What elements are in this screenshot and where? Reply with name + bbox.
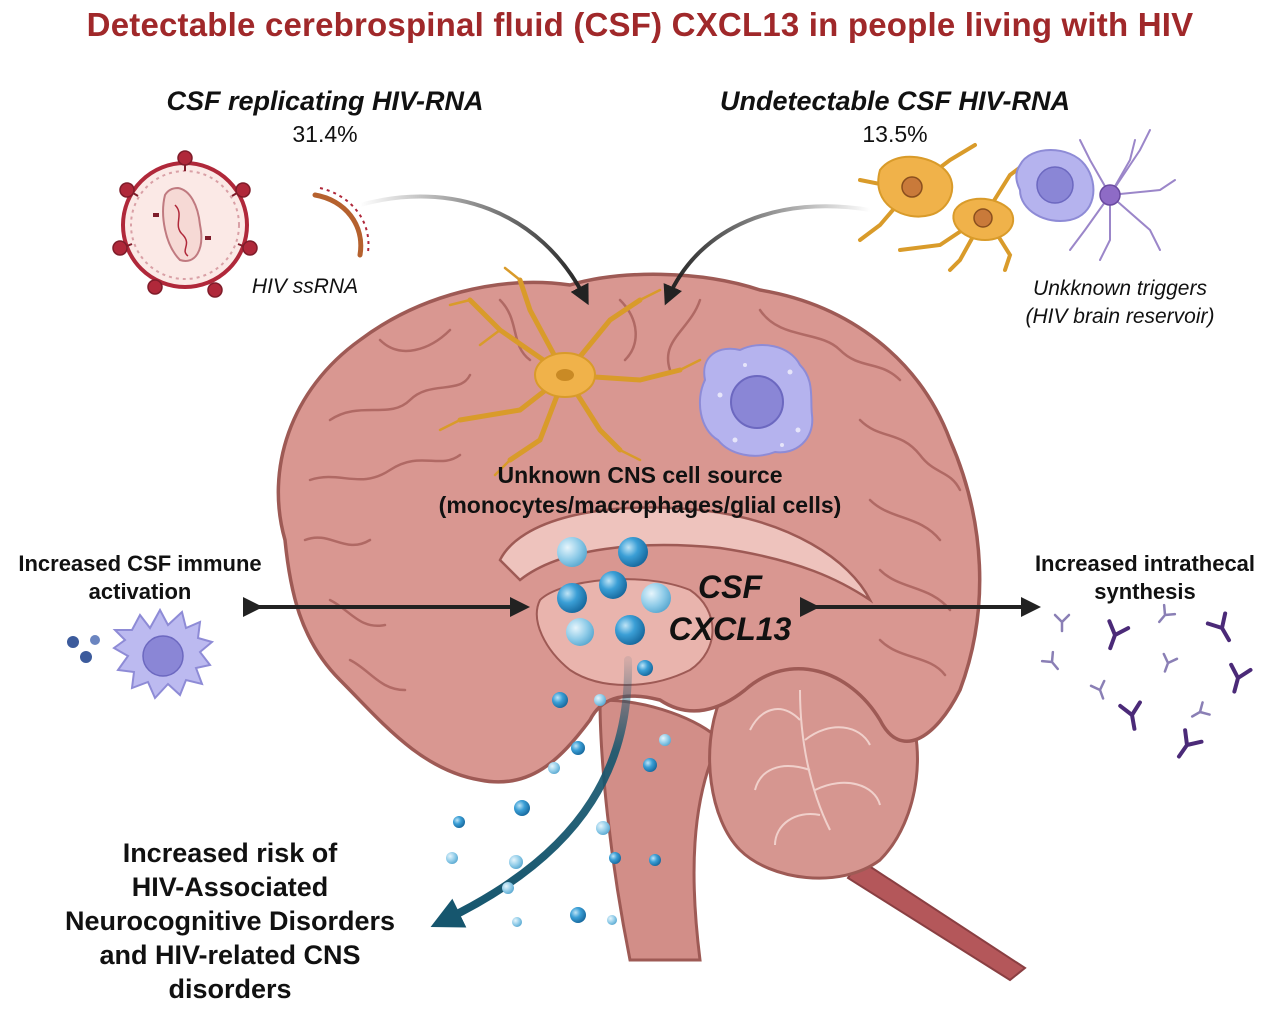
- intrathecal-line1: Increased intrathecal: [1034, 551, 1256, 576]
- brain-stem: [598, 698, 722, 962]
- cns-source-line2: (monocytes/macrophages/glial cells): [438, 492, 842, 518]
- intrathecal-line2: synthesis: [1094, 579, 1196, 604]
- right-header-label: Undetectable CSF HIV-RNA: [719, 86, 1071, 116]
- risk-line1: Increased risk of: [122, 838, 338, 868]
- spinal-cord: [846, 858, 1027, 982]
- csf-marker-line2: CXCL13: [668, 611, 792, 647]
- figure-title: Detectable cerebrospinal fluid (CSF) CXC…: [86, 6, 1194, 43]
- astrocyte-cell: [438, 266, 702, 477]
- left-header-percent: 31.4%: [292, 121, 358, 147]
- risk-line3: Neurocognitive Disorders: [64, 906, 396, 936]
- triggers-line1: Unkknown triggers: [1033, 277, 1207, 300]
- brain-illustration: [276, 272, 1027, 982]
- macrophage-cell: [698, 344, 814, 457]
- cns-source-line1: Unknown CNS cell source: [497, 462, 783, 488]
- immune-activation-line2: activation: [88, 579, 192, 604]
- hiv-ssrna-label: HIV ssRNA: [251, 275, 359, 298]
- hiv-ssrna-strand: [312, 187, 370, 258]
- immune-cell: [67, 607, 215, 700]
- immune-activation-line1: Increased CSF immune: [18, 551, 262, 576]
- csf-marker-line1: CSF: [698, 569, 762, 605]
- infected-glial-cells: [858, 129, 1176, 272]
- risk-line4: and HIV-related CNS: [99, 940, 361, 970]
- cxcl13-molecules: [446, 537, 671, 927]
- antibody-cluster: [1040, 603, 1253, 765]
- hiv-virion: [112, 150, 258, 298]
- left-header-label: CSF replicating HIV-RNA: [166, 86, 484, 116]
- right-header-percent: 13.5%: [862, 121, 928, 147]
- risk-line5: disorders: [168, 974, 292, 1004]
- risk-line2: HIV-Associated: [131, 872, 329, 902]
- arrow-right-to-brain: [663, 204, 871, 306]
- triggers-line2: (HIV brain reservoir): [1025, 305, 1215, 328]
- arrow-left-to-brain: [359, 194, 589, 306]
- arrow-risk: [430, 656, 633, 928]
